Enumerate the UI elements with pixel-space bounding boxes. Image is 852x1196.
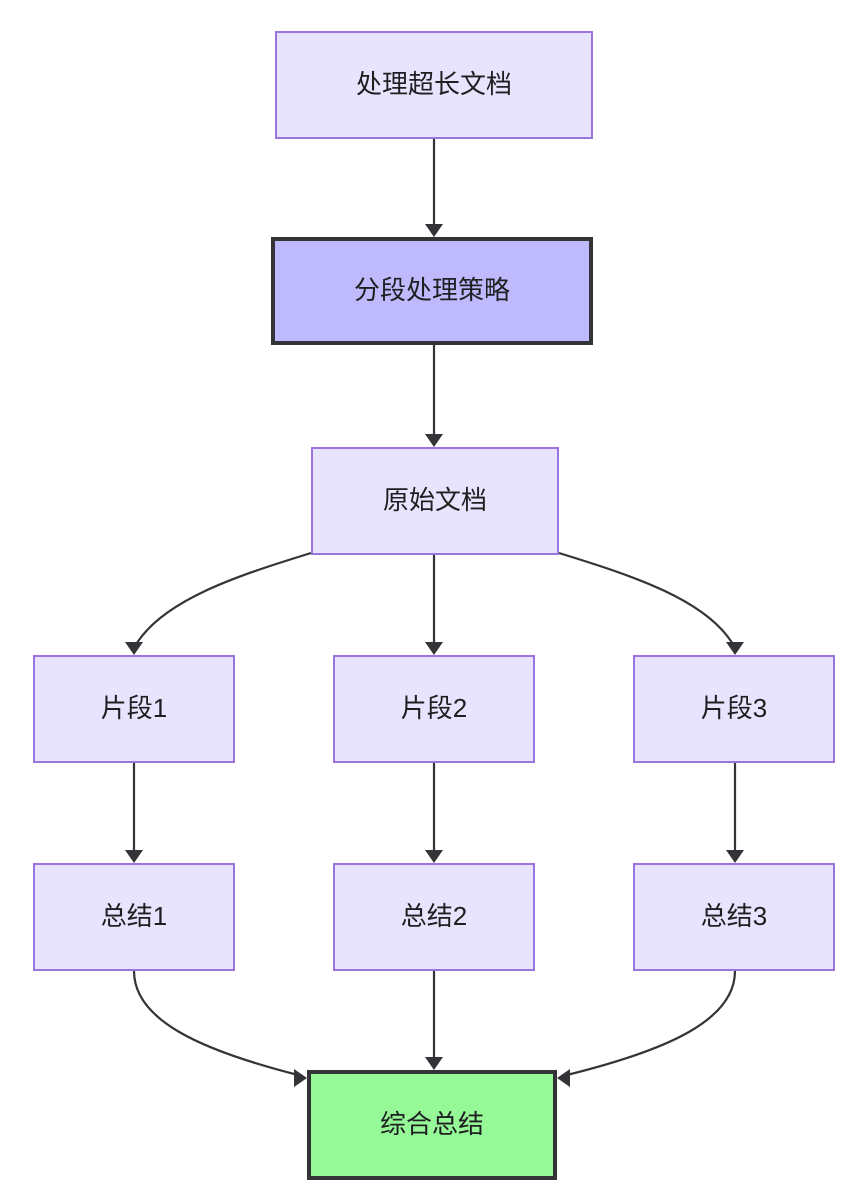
arrowhead-icon: [425, 850, 443, 863]
node-n10[interactable]: 综合总结: [307, 1070, 557, 1180]
edge-n5-to-n8: [425, 763, 443, 863]
edge-n3-to-n6: [558, 551, 744, 655]
node-box[interactable]: [333, 863, 535, 971]
node-n7[interactable]: 总结1: [33, 863, 235, 971]
node-box[interactable]: [633, 863, 835, 971]
node-n4[interactable]: 片段1: [33, 655, 235, 763]
arrowhead-icon: [125, 642, 143, 655]
arrowhead-icon: [425, 224, 443, 237]
edge-n8-to-n10: [425, 971, 443, 1070]
node-box[interactable]: [307, 1070, 557, 1180]
node-box[interactable]: [33, 863, 235, 971]
node-n5[interactable]: 片段2: [333, 655, 535, 763]
edge-n3-to-n5: [425, 555, 443, 655]
node-n9[interactable]: 总结3: [633, 863, 835, 971]
node-n8[interactable]: 总结2: [333, 863, 535, 971]
arrowhead-icon: [425, 642, 443, 655]
arrowhead-icon: [557, 1069, 570, 1087]
edge-line: [132, 970, 299, 1077]
edge-n3-to-n4: [125, 551, 312, 655]
node-n3[interactable]: 原始文档: [311, 447, 559, 555]
node-box[interactable]: [33, 655, 235, 763]
arrowhead-icon: [425, 434, 443, 447]
node-box[interactable]: [275, 31, 593, 139]
node-box[interactable]: [633, 655, 835, 763]
edge-n1-to-n2: [425, 139, 443, 237]
edge-n2-to-n3: [425, 345, 443, 447]
arrowhead-icon: [726, 850, 744, 863]
edge-n9-to-n10: [557, 970, 737, 1087]
node-box[interactable]: [333, 655, 535, 763]
edge-layer: [125, 139, 744, 1087]
edge-line: [558, 551, 736, 649]
arrowhead-icon: [425, 1057, 443, 1070]
edge-n6-to-n9: [726, 763, 744, 863]
edge-n4-to-n7: [125, 763, 143, 863]
node-n1[interactable]: 处理超长文档: [275, 31, 593, 139]
arrowhead-icon: [125, 850, 143, 863]
edge-line: [566, 970, 737, 1077]
edge-line: [133, 551, 312, 649]
node-box[interactable]: [271, 237, 593, 345]
arrowhead-icon: [726, 642, 744, 655]
edge-n7-to-n10: [132, 970, 307, 1087]
node-n2[interactable]: 分段处理策略: [271, 237, 593, 345]
node-n6[interactable]: 片段3: [633, 655, 835, 763]
arrowhead-icon: [294, 1069, 307, 1087]
node-box[interactable]: [311, 447, 559, 555]
